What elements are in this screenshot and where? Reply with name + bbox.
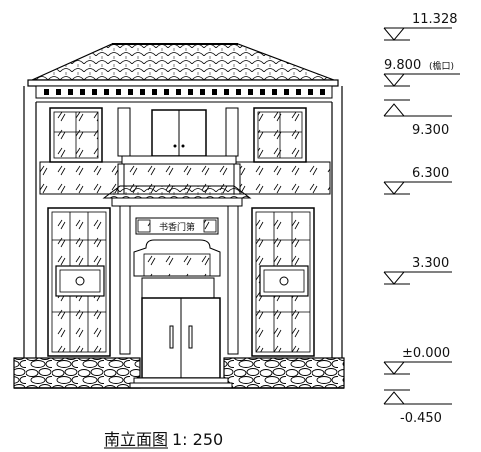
level-marker: 3.300 (383, 256, 452, 285)
plaque-text: 书香门第 (159, 221, 195, 233)
dentil (116, 89, 121, 95)
dentil (56, 89, 61, 95)
level-value: 9.300 (412, 123, 449, 138)
eave-frieze (35, 85, 333, 103)
level-value: 6.300 (412, 166, 449, 181)
level-value: ±0.000 (402, 346, 450, 361)
dentil (308, 89, 313, 95)
door-plaque: 书香门第 (135, 217, 219, 235)
balcony-door (151, 109, 207, 157)
dentil (164, 89, 169, 95)
dentil (236, 89, 241, 95)
upper-window-right (253, 107, 307, 163)
dentil (80, 89, 85, 95)
main-entrance (133, 239, 221, 379)
level-marker: 9.300 (383, 99, 452, 138)
lower-window-left (47, 207, 111, 357)
dentil (188, 89, 193, 95)
upper-window-left (49, 107, 103, 163)
dentil (152, 89, 157, 95)
level-value: -0.450 (400, 411, 442, 426)
dentil (44, 89, 49, 95)
dentil (104, 89, 109, 95)
dentil (224, 89, 229, 95)
level-value: 9.800 (384, 58, 421, 73)
drawing-title-name: 南立面图 (104, 430, 168, 449)
dentil (128, 89, 133, 95)
drawing-title: 南立面图 1: 250 (104, 430, 223, 449)
level-marker: 6.300 (383, 166, 452, 195)
level-value: 11.328 (412, 12, 458, 27)
roof (27, 43, 339, 87)
level-marker: ±0.000 (383, 346, 452, 375)
dentil (296, 89, 301, 95)
lower-window-right (251, 207, 315, 357)
dentil (176, 89, 181, 95)
dentil (320, 89, 325, 95)
level-note: (檐口) (429, 60, 454, 72)
level-value: 3.300 (412, 256, 449, 271)
dentil (260, 89, 265, 95)
building-facade (23, 86, 343, 358)
dentil (92, 89, 97, 95)
dentil (248, 89, 253, 95)
stone-plinth (13, 357, 345, 389)
level-marker: 9.800 (檐口) (383, 58, 460, 87)
dentil (212, 89, 217, 95)
level-markers: 11.328 9.800 (檐口) 9.300 6.300 3.300 (383, 12, 460, 426)
dentil (272, 89, 277, 95)
drawing-title-scale: 1: 250 (172, 430, 223, 449)
dentil (140, 89, 145, 95)
dentil (284, 89, 289, 95)
entrance-canopy (102, 185, 252, 207)
dentil (68, 89, 73, 95)
dentil (200, 89, 205, 95)
level-marker: 11.328 (383, 12, 458, 41)
level-marker: -0.450 (383, 389, 452, 426)
